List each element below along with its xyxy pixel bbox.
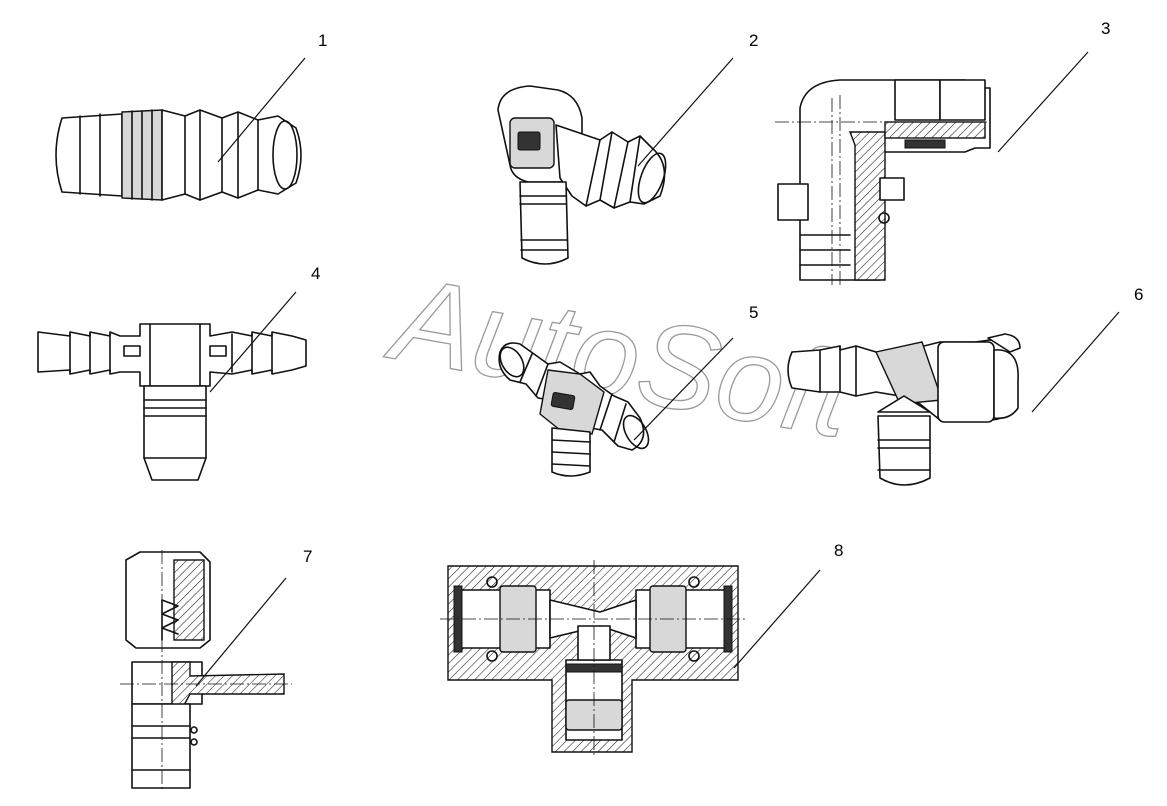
leader-4 <box>209 291 297 393</box>
part-7-tee-fitting-section <box>120 550 292 790</box>
leader-5 <box>633 337 734 441</box>
callout-6: 6 <box>1134 285 1143 304</box>
callout-3: 3 <box>1101 19 1110 38</box>
part-4-tee-connector <box>37 323 307 481</box>
callout-1: 1 <box>318 31 327 50</box>
leader-6 <box>1031 311 1120 413</box>
leader-2 <box>637 57 734 167</box>
leader-8 <box>733 569 821 669</box>
callout-5: 5 <box>749 303 758 322</box>
leader-lines <box>195 51 1120 687</box>
part-5-tee-connector <box>498 342 650 477</box>
part-3-elbow-fitting-section <box>775 79 991 285</box>
callout-8: 8 <box>834 541 843 560</box>
callout-7: 7 <box>303 547 312 566</box>
callout-labels: 1 2 3 4 5 6 7 8 <box>303 19 1143 566</box>
leader-1 <box>217 57 306 163</box>
callout-4: 4 <box>311 264 320 283</box>
leader-3 <box>997 51 1089 153</box>
part-6-elbow-tee-connector <box>787 333 1021 486</box>
part-1-straight-connector <box>55 109 302 201</box>
part-8-tee-push-fitting-section <box>440 560 745 758</box>
leader-7 <box>195 577 287 687</box>
part-2-elbow-connector <box>497 85 667 265</box>
callout-2: 2 <box>749 31 758 50</box>
